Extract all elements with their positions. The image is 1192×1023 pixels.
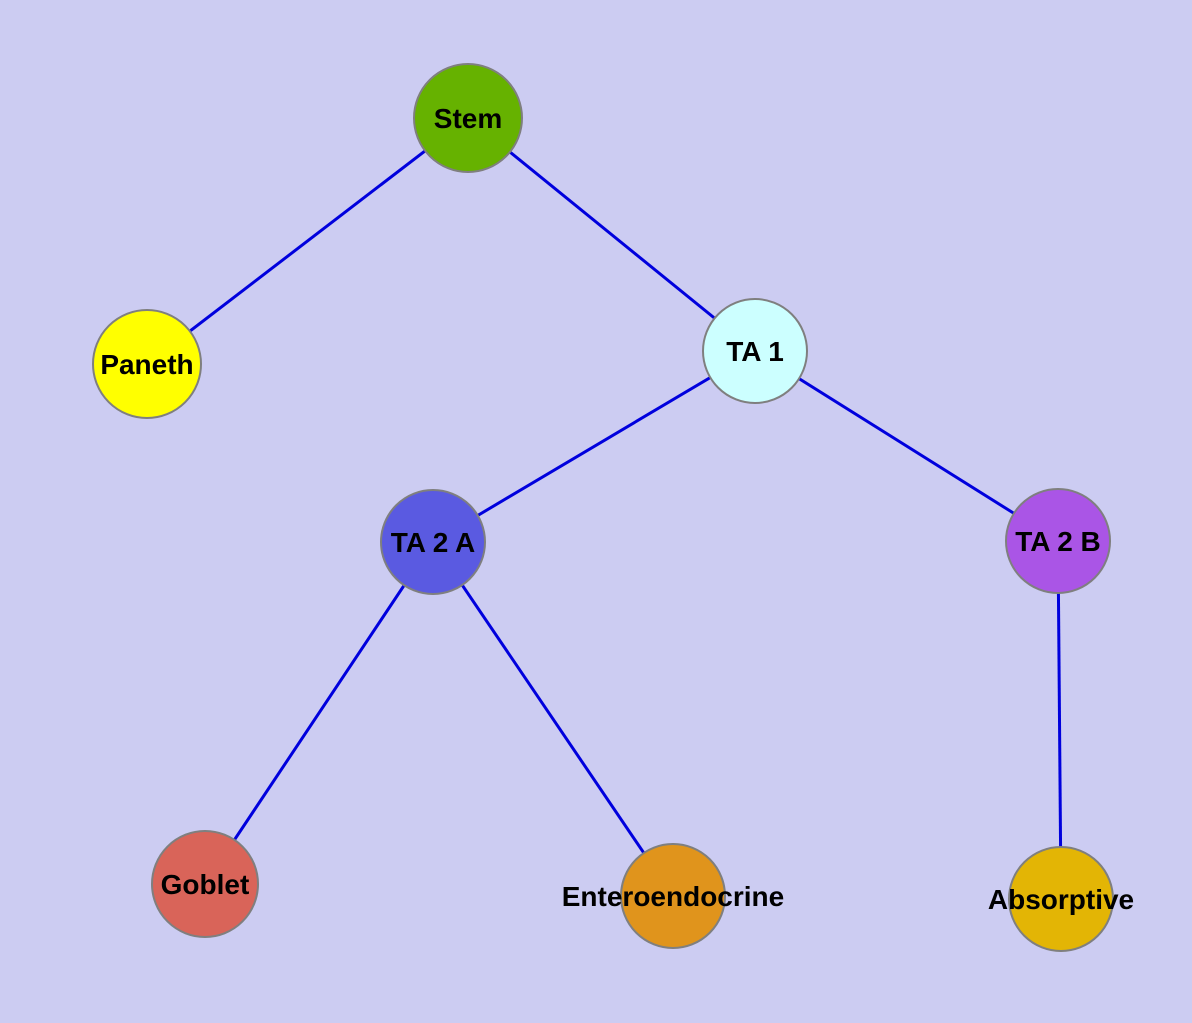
node-circle-enteroendocrine[interactable]	[620, 843, 726, 949]
edge-ta2b-absorptive	[1056, 540, 1063, 900]
node-ta2b[interactable]: TA 2 B	[1005, 488, 1111, 594]
edge-stem-ta1	[467, 116, 756, 353]
node-stem[interactable]: Stem	[413, 63, 523, 173]
node-ta2a[interactable]: TA 2 A	[380, 489, 486, 595]
edge-stem-paneth	[146, 116, 469, 366]
node-circle-stem[interactable]	[413, 63, 523, 173]
edge-ta2a-enteroendocrine	[431, 541, 675, 897]
node-ta1[interactable]: TA 1	[702, 298, 808, 404]
node-circle-paneth[interactable]	[92, 309, 202, 419]
node-circle-ta2a[interactable]	[380, 489, 486, 595]
node-circle-goblet[interactable]	[151, 830, 259, 938]
node-circle-absorptive[interactable]	[1008, 846, 1114, 952]
node-goblet[interactable]: Goblet	[151, 830, 259, 938]
edge-ta2a-goblet	[203, 541, 435, 885]
edge-ta1-ta2a	[432, 349, 756, 544]
node-circle-ta2b[interactable]	[1005, 488, 1111, 594]
edges-layer	[146, 116, 1063, 900]
node-paneth[interactable]: Paneth	[92, 309, 202, 419]
node-circle-ta1[interactable]	[702, 298, 808, 404]
edge-ta1-ta2b	[754, 349, 1059, 543]
